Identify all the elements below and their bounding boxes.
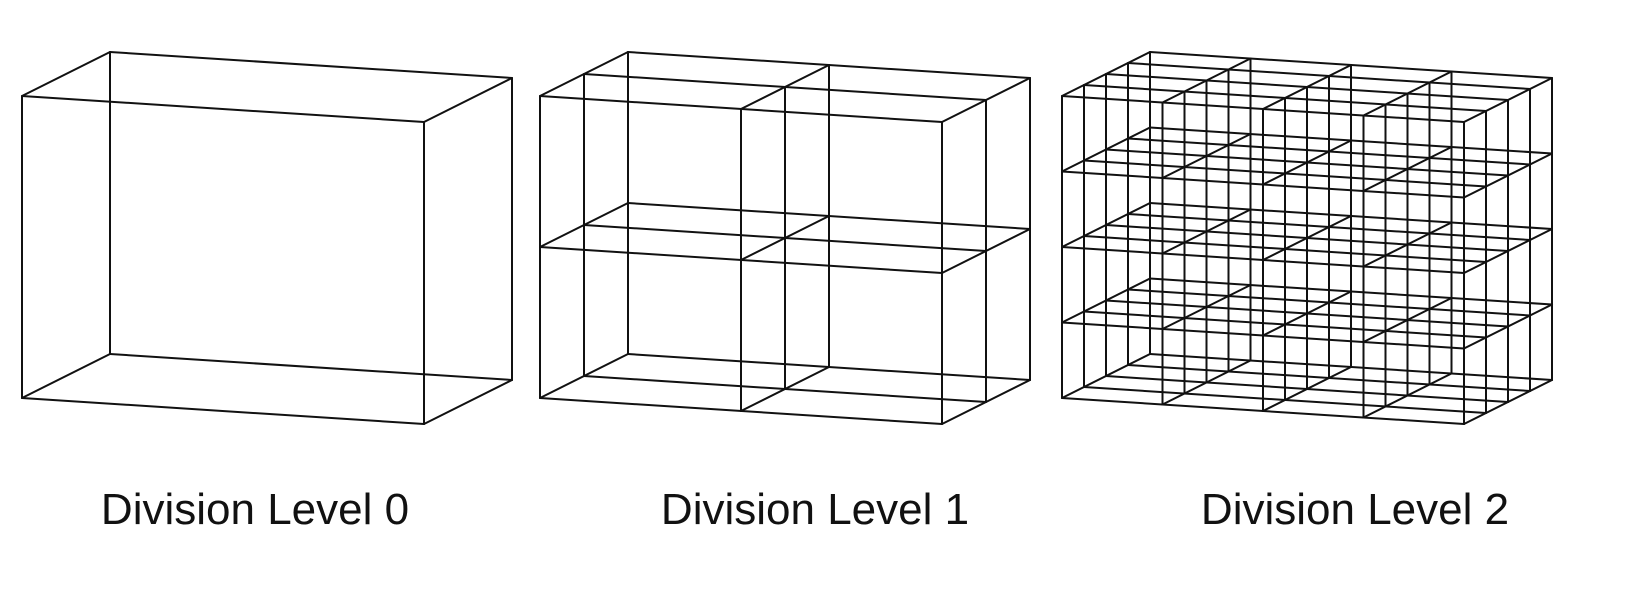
grid-edge — [1061, 277, 1151, 324]
grid-edge — [109, 51, 513, 79]
grid-edge — [1262, 215, 1352, 261]
grid-edge — [1463, 152, 1553, 199]
grid-edge — [1463, 228, 1553, 274]
cube-level-1 — [539, 51, 1031, 425]
grid-edge — [21, 397, 425, 425]
grid-edge — [423, 379, 513, 425]
cube-level-0 — [21, 51, 513, 425]
grid-edge — [740, 215, 830, 261]
grid-edge — [1161, 208, 1252, 255]
grid-edge — [1161, 57, 1252, 104]
grid-edge — [423, 77, 513, 123]
grid-edge — [1362, 221, 1453, 268]
grid-edge — [1262, 290, 1352, 337]
grid-edge — [539, 353, 629, 399]
grid-edge — [1463, 303, 1553, 350]
division-level-0-label: Division Level 0 — [100, 485, 410, 534]
grid-edge — [1262, 139, 1352, 186]
grid-edge — [740, 366, 830, 412]
grid-edge — [1061, 353, 1151, 399]
grid-edge — [21, 51, 111, 97]
grid-edge — [539, 51, 629, 97]
grid-edge — [1161, 284, 1252, 330]
grid-edge — [1362, 146, 1453, 192]
grid-edge — [1161, 133, 1252, 179]
grid-edge — [1262, 366, 1352, 412]
grid-edge — [1362, 70, 1453, 117]
division-level-2-label: Division Level 2 — [1200, 485, 1510, 534]
grid-edge — [941, 379, 1031, 425]
grid-edge — [1262, 64, 1352, 110]
grid-edge — [1161, 359, 1252, 406]
grid-edge — [740, 64, 830, 110]
grid-edge — [1362, 297, 1453, 343]
grid-edge — [1061, 202, 1151, 248]
grid-edge — [941, 77, 1031, 123]
grid-edge — [1362, 372, 1453, 419]
grid-edge — [21, 353, 111, 399]
grid-edge — [109, 353, 513, 381]
grid-edge — [1463, 77, 1553, 123]
grid-edge — [539, 202, 629, 248]
cube-level-2 — [1061, 51, 1553, 425]
grid-edge — [941, 228, 1031, 274]
grid-edge — [1061, 126, 1151, 173]
grid-edge — [1061, 51, 1151, 97]
grid-edge — [1463, 379, 1553, 425]
grid-edge — [21, 95, 425, 123]
division-level-1-label: Division Level 1 — [660, 485, 970, 534]
